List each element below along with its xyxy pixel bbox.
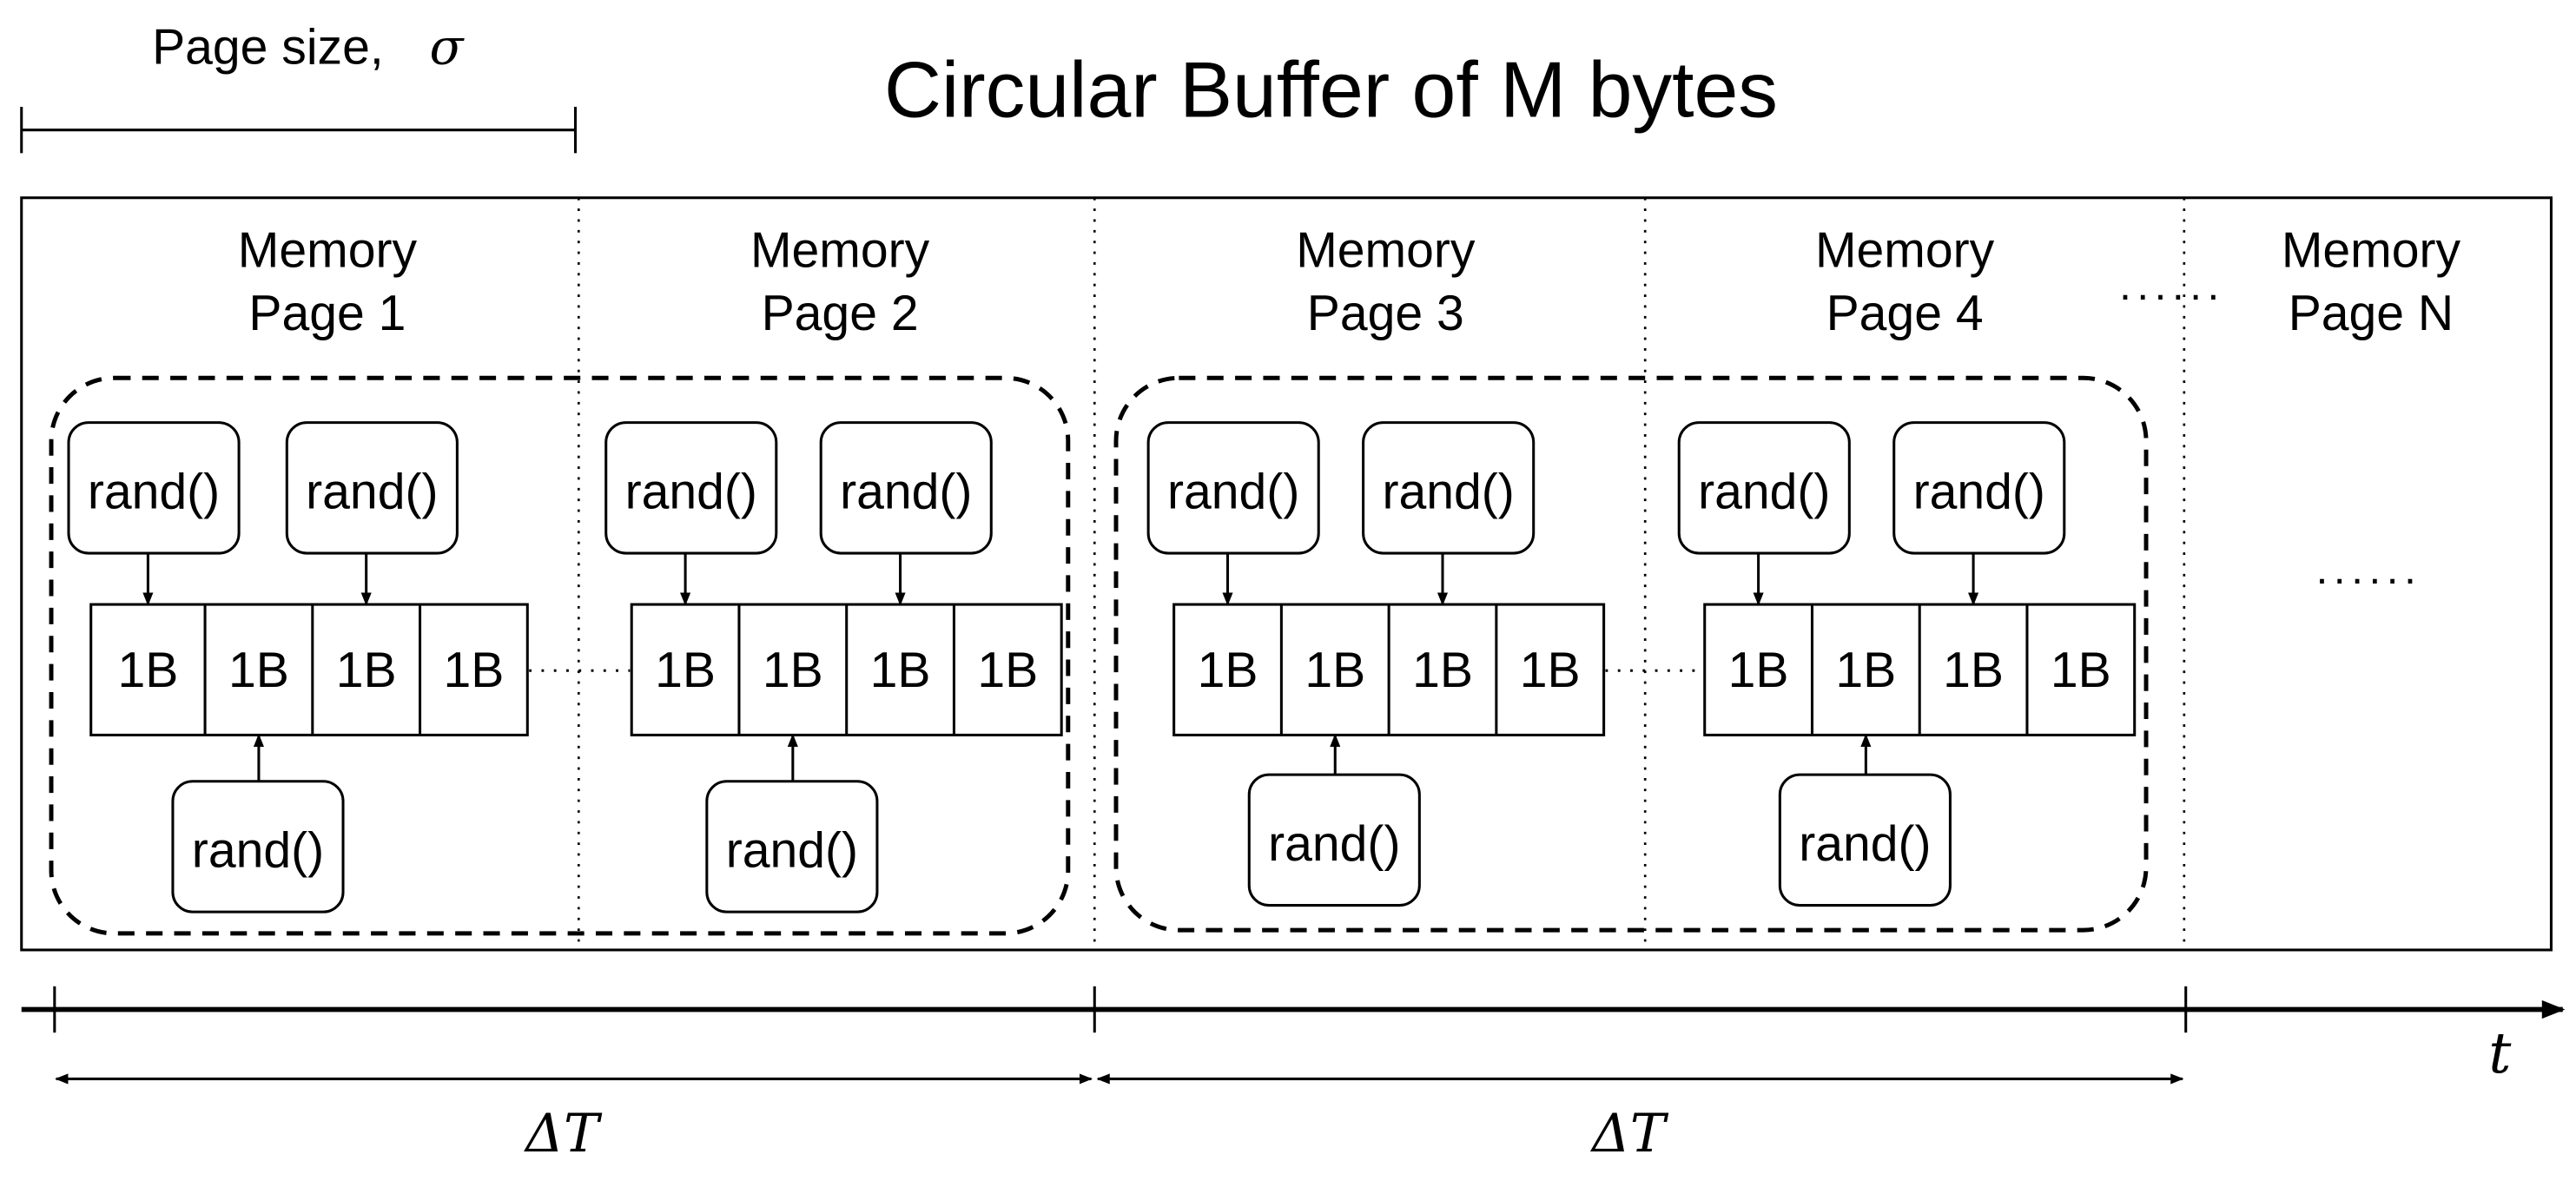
byte-cell-label: 1B [763, 643, 823, 698]
byte-array-page-1 [89, 603, 529, 736]
rand-label: rand() [88, 465, 220, 520]
rand-box [285, 421, 459, 555]
page-size-label: Page size, [152, 20, 384, 76]
page-n-label-line2: Page N [2289, 286, 2454, 341]
rand-box [67, 421, 241, 555]
byte-cell-label: 1B [2051, 643, 2111, 698]
diagram-title: Circular Buffer of M bytes [884, 45, 1778, 134]
rand-box [819, 421, 993, 555]
page-2-label-line2: Page 2 [762, 286, 919, 341]
page-n-ellipsis: ······ [2315, 555, 2421, 603]
page-1-label-line1: Memory [238, 223, 418, 279]
time-axis-label: t [2488, 1021, 2512, 1086]
byte-cell-label: 1B [117, 643, 178, 698]
rand-box [1146, 421, 1320, 555]
interval-arrows: ΔT ΔT [55, 1073, 2184, 1164]
rand-label: rand() [726, 823, 858, 879]
rand-label: rand() [192, 823, 324, 879]
interval-label-1: ΔT [524, 1103, 603, 1164]
byte-cell-label: 1B [443, 643, 504, 698]
page-2-label-line1: Memory [750, 223, 930, 279]
page-n-label-line1: Memory [2282, 223, 2461, 279]
page-ellipsis: ······ [2118, 270, 2224, 318]
rand-label: rand() [1799, 816, 1931, 872]
page-headers: Memory Page 1 Memory Page 2 Memory Page … [238, 223, 2461, 341]
rand-label: rand() [306, 465, 438, 520]
rand-label: rand() [1268, 816, 1400, 872]
rand-label: rand() [1698, 465, 1830, 520]
byte-cell-label: 1B [1305, 643, 1365, 698]
interval-group-2 [1113, 375, 2149, 933]
byte-cell-label: 1B [1943, 643, 2004, 698]
rand-label: rand() [1167, 465, 1299, 520]
rand-box [1362, 421, 1536, 555]
rand-box [604, 421, 778, 555]
rand-box [1677, 421, 1851, 555]
timeline: t [21, 986, 2566, 1086]
byte-cell-label: 1B [870, 643, 931, 698]
byte-cell-label: 1B [1412, 643, 1473, 698]
page-1-label-line2: Page 1 [248, 286, 406, 341]
rand-box [1892, 421, 2066, 555]
byte-cell-label: 1B [1198, 643, 1258, 698]
page-3-label-line2: Page 3 [1307, 286, 1464, 341]
rand-label: rand() [840, 465, 972, 520]
buffer-frame [20, 196, 2553, 952]
rand-label: rand() [1913, 465, 2045, 520]
rand-label: rand() [625, 465, 757, 520]
page-3-label-line1: Memory [1296, 223, 1476, 279]
byte-cell-label: 1B [1728, 643, 1789, 698]
page-dividers [577, 197, 2186, 950]
page-size-bracket: Page size, σ [20, 19, 578, 154]
page-4-label-line2: Page 4 [1826, 286, 1984, 341]
page-4-label-line1: Memory [1815, 223, 1995, 279]
byte-cell-label: 1B [655, 643, 716, 698]
byte-cell-label: 1B [228, 643, 289, 698]
byte-cell-label: 1B [1835, 643, 1896, 698]
rand-label: rand() [1382, 465, 1514, 520]
byte-arrays: 1B 1B 1B 1B rand() rand() rand() 1B 1B 1B 1B rand()… [67, 421, 2137, 914]
byte-cell-label: 1B [977, 643, 1038, 698]
interval-label-2: ΔT [1590, 1103, 1669, 1164]
page-size-symbol: σ [430, 19, 466, 76]
byte-cell-label: 1B [1520, 643, 1581, 698]
byte-cell-label: 1B [336, 643, 397, 698]
